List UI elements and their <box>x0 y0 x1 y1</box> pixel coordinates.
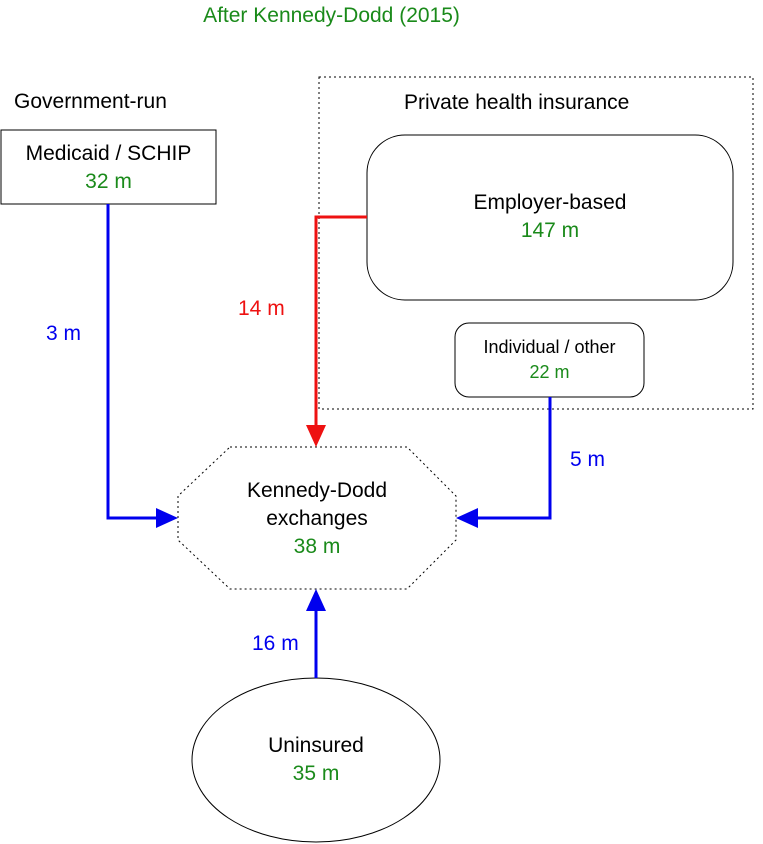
employer-value: 147 m <box>520 219 580 242</box>
uninsured-node: Uninsured 35 m <box>192 732 440 788</box>
medicaid-node: Medicaid / SCHIP 32 m <box>1 140 216 196</box>
flow-employer-arrowhead <box>306 425 326 447</box>
flow-individual-arrowhead <box>456 508 478 528</box>
uninsured-label: Uninsured <box>268 734 364 757</box>
flow-employer-arrow <box>314 215 367 428</box>
medicaid-label: Medicaid / SCHIP <box>25 142 192 165</box>
individual-node: Individual / other 22 m <box>455 335 644 385</box>
employer-node: Employer-based 147 m <box>367 189 733 245</box>
exchanges-value: 38 m <box>293 535 341 558</box>
flow-employer-label: 14 m <box>238 297 285 320</box>
flow-uninsured-arrowhead <box>306 589 326 611</box>
individual-value: 22 m <box>529 362 570 382</box>
private-group-label: Private health insurance <box>404 91 630 114</box>
uninsured-value: 35 m <box>292 762 340 785</box>
exchanges-label-line1: Kennedy-Dodd <box>246 479 388 502</box>
government-group-label: Government-run <box>14 90 167 113</box>
exchanges-octagon <box>177 446 457 590</box>
flow-medicaid-arrow <box>106 204 160 520</box>
flow-medicaid-arrowhead <box>156 508 178 528</box>
individual-label: Individual / other <box>483 337 616 357</box>
flow-individual-arrow <box>476 397 552 520</box>
exchanges-label-line2: exchanges <box>266 507 368 530</box>
flow-uninsured-label: 16 m <box>252 632 299 655</box>
private-insurance-group-border <box>318 76 754 410</box>
employer-label: Employer-based <box>473 191 627 214</box>
flow-medicaid-label: 3 m <box>46 322 82 345</box>
exchanges-node: Kennedy-Dodd exchanges 38 m <box>178 477 456 561</box>
diagram-title: After Kennedy-Dodd (2015) <box>203 4 460 27</box>
flow-individual-label: 5 m <box>570 448 606 471</box>
medicaid-value: 32 m <box>85 170 132 193</box>
